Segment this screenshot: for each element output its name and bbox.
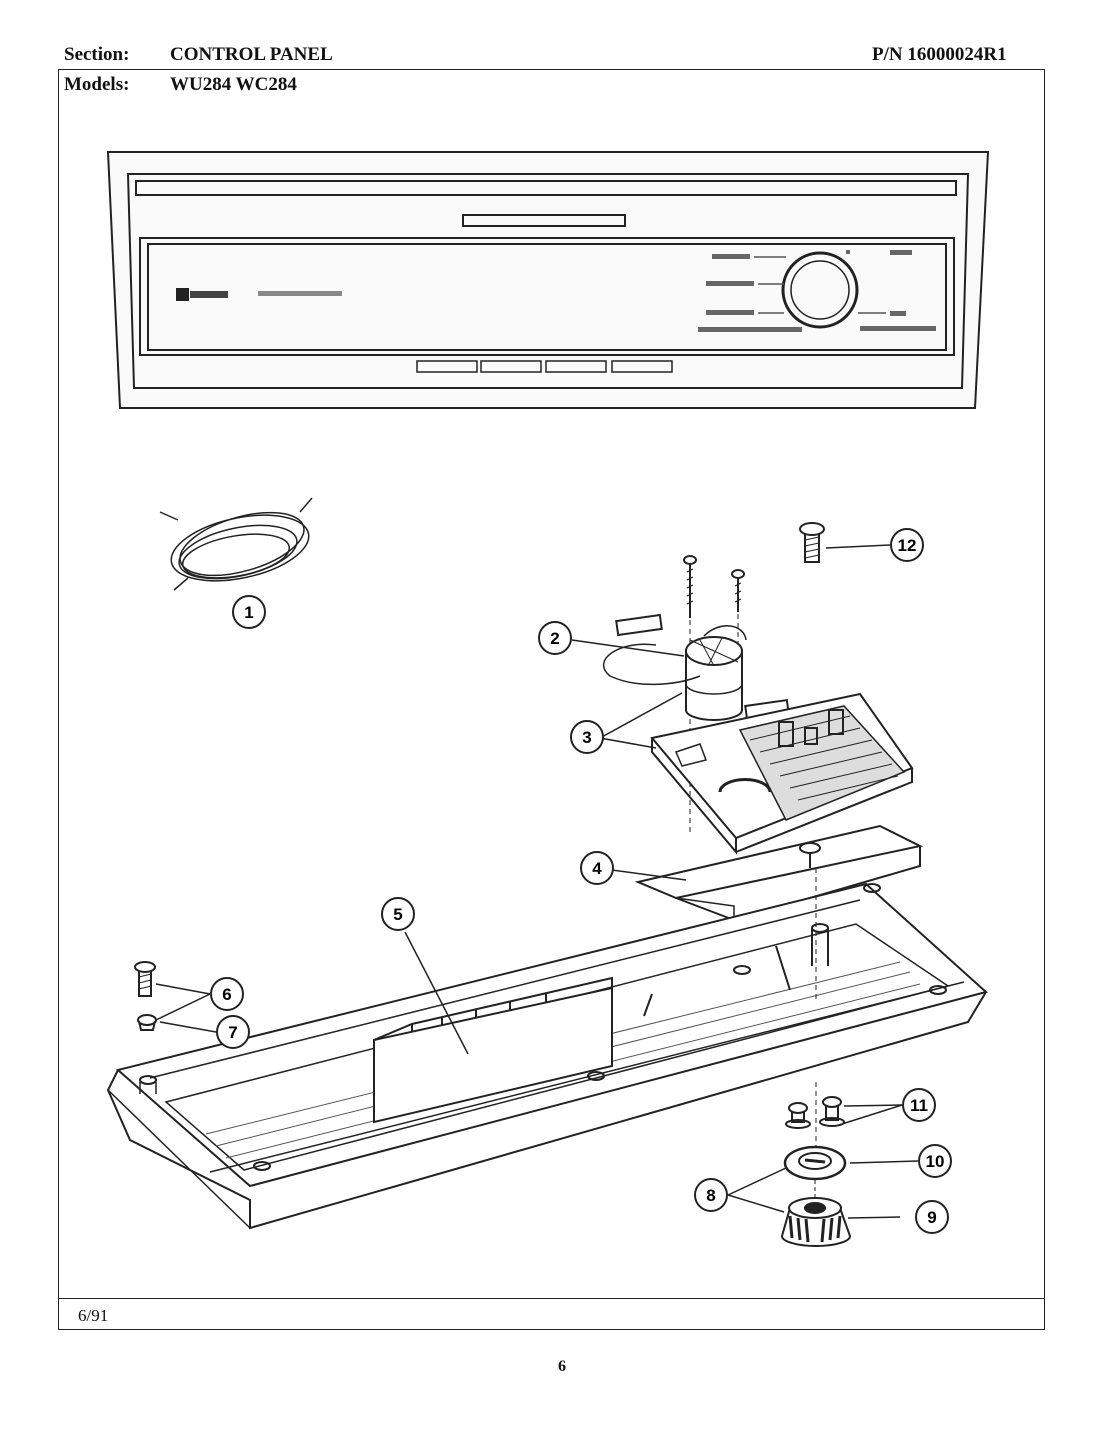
svg-text:6: 6	[222, 985, 231, 1004]
callout-9: 9	[915, 1200, 949, 1234]
svg-text:4: 4	[592, 859, 602, 878]
wire-harness	[159, 497, 313, 591]
part-number: P/N 16000024R1	[872, 44, 1007, 65]
footer-divider	[58, 1298, 1045, 1299]
console-housing	[106, 868, 989, 1230]
control-board	[650, 692, 914, 855]
callout-6: 6	[210, 977, 244, 1011]
timer-motor	[602, 613, 790, 721]
svg-text:5: 5	[393, 905, 402, 924]
cycle-selector-dial	[781, 251, 859, 329]
callout-1: 1	[232, 595, 266, 629]
models-value: WU284 WC284	[170, 74, 297, 95]
svg-text:10: 10	[926, 1152, 945, 1171]
section-title: CONTROL PANEL	[170, 44, 333, 65]
knob-9	[780, 1180, 852, 1247]
section-label: Section:	[64, 44, 130, 65]
svg-text:2: 2	[550, 629, 559, 648]
svg-text:7: 7	[228, 1023, 237, 1042]
svg-text:8: 8	[706, 1186, 715, 1205]
callout-12: 12	[890, 528, 924, 562]
svg-text:3: 3	[582, 728, 591, 747]
callout-8: 8	[694, 1178, 728, 1212]
revision-date: 6/91	[78, 1306, 109, 1325]
screws-11	[785, 1096, 845, 1129]
diagram-frame	[58, 69, 1045, 1330]
control-panel-front-view	[106, 151, 990, 409]
screw-6	[134, 961, 156, 997]
svg-text:12: 12	[898, 536, 917, 555]
dial-skirt-10	[783, 1145, 847, 1181]
leader-lines	[155, 544, 919, 1219]
maytag-logo	[176, 288, 228, 301]
callout-2: 2	[538, 621, 572, 655]
svg-text:1: 1	[244, 603, 253, 622]
page-number: 6	[558, 1358, 566, 1375]
callout-7: 7	[216, 1015, 250, 1049]
plug-7	[137, 1014, 157, 1031]
svg-text:11: 11	[910, 1096, 928, 1115]
callout-11: 11	[902, 1088, 936, 1122]
svg-text:9: 9	[927, 1208, 936, 1227]
callout-3: 3	[570, 720, 604, 754]
screw-12	[799, 522, 825, 563]
models-label: Models:	[64, 74, 130, 95]
callout-4: 4	[580, 851, 614, 885]
callout-5: 5	[381, 897, 415, 931]
callout-10: 10	[918, 1144, 952, 1178]
